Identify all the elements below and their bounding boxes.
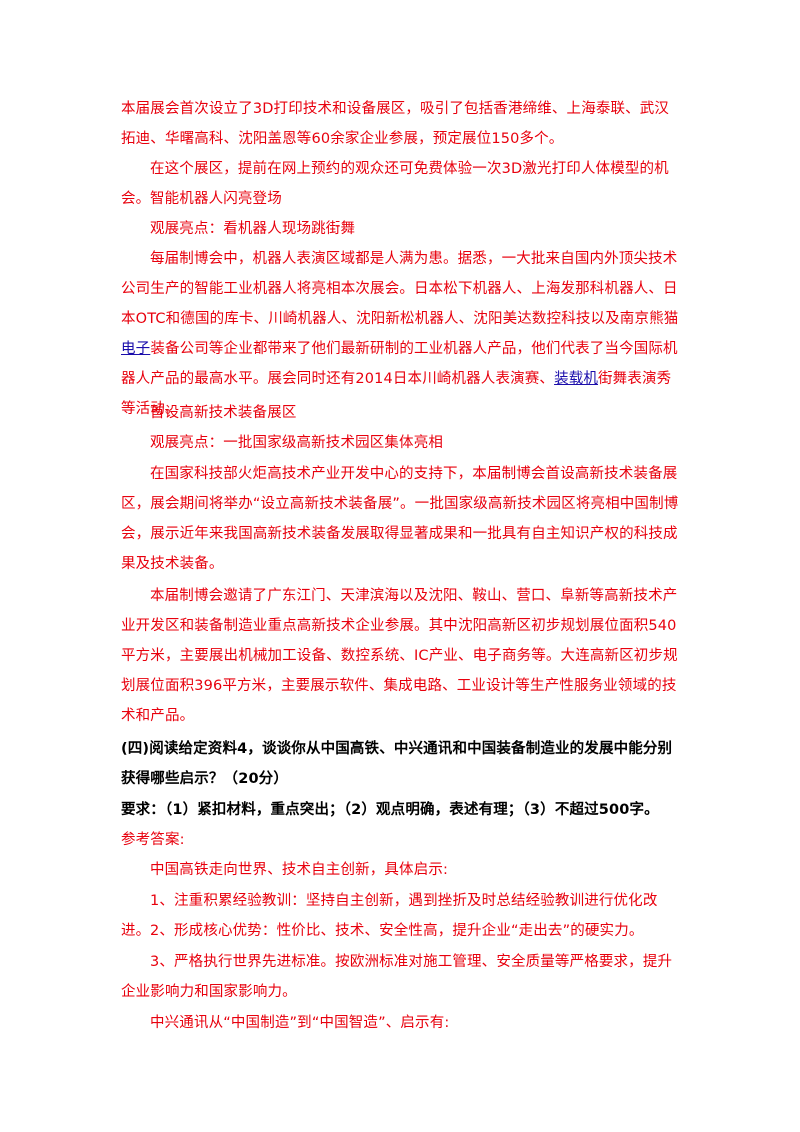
- paragraph-3d-experience: 在这个展区，提前在网上预约的观众还可免费体验一次3D激光打印人体模型的机会。: [121, 161, 669, 207]
- answer-point-1: 1、注重积累经验教训：坚持自主创新，遇到挫折及时总结经验教训进行优化改进。: [121, 893, 658, 939]
- paragraph-robots-text-b: 装备公司等企业都带来了他们最新研制的工业机器人产品，他们代表了当今国际机器人产品…: [121, 341, 678, 387]
- paragraph-exhibitors: 本届制博会邀请了广东江门、天津滨海以及沈阳、鞍山、营口、阜新等高新技术产业开发区…: [121, 588, 678, 724]
- paragraph-robots-text-c: 街舞表演秀等活动。: [121, 371, 672, 417]
- highlight-hightech: 观展亮点：一批国家级高新技术园区集体亮相: [150, 435, 443, 451]
- requirements: 要求：（1）紧扣材料，重点突出；（2）观点明确，表述有理；（3）不超过500字。: [121, 802, 659, 818]
- paragraph-3d-printing: 本届展会首次设立了3D打印技术和设备展区，吸引了包括香港缔维、上海泰联、武汉拓迪…: [121, 101, 670, 147]
- answer-point-3: 3、严格执行世界先进标准。按欧洲标准对施工管理、安全质量等严格要求，提升企业影响…: [121, 954, 673, 1000]
- link-electronics[interactable]: 电子: [121, 341, 151, 357]
- paragraph-robots: 每届制博会中，机器人表演区域都是人满为患。据悉，一大批来自国内外顶尖技术公司生产…: [121, 244, 681, 424]
- heading-hightech: 首设高新技术装备展区: [150, 405, 297, 421]
- link-loader[interactable]: 装载机: [554, 371, 599, 387]
- reference-answer-label: 参考答案:: [121, 832, 185, 848]
- paragraph-hightech: 在国家科技部火炬高技术产业开发中心的支持下，本届制博会首设高新技术装备展区，展会…: [121, 466, 679, 572]
- highlight-robots: 观展亮点：看机器人现场跳街舞: [150, 221, 356, 237]
- heading-robots: 智能机器人闪亮登场: [150, 191, 282, 207]
- paragraph-robots-text-a: 每届制博会中，机器人表演区域都是人满为患。据悉，一大批来自国内外顶尖技术公司生产…: [121, 251, 679, 327]
- answer-point-2: 2、形成核心优势：性价比、技术、安全性高，提升企业“走出去”的硬实力。: [150, 923, 644, 939]
- question-4: (四)阅读给定资料4，谈谈你从中国高铁、中兴通讯和中国装备制造业的发展中能分别获…: [121, 741, 673, 787]
- answer-intro-zte: 中兴通讯从“中国制造”到“中国智造”、启示有:: [150, 1015, 450, 1031]
- answer-intro-rail: 中国高铁走向世界、技术自主创新，具体启示:: [150, 862, 449, 878]
